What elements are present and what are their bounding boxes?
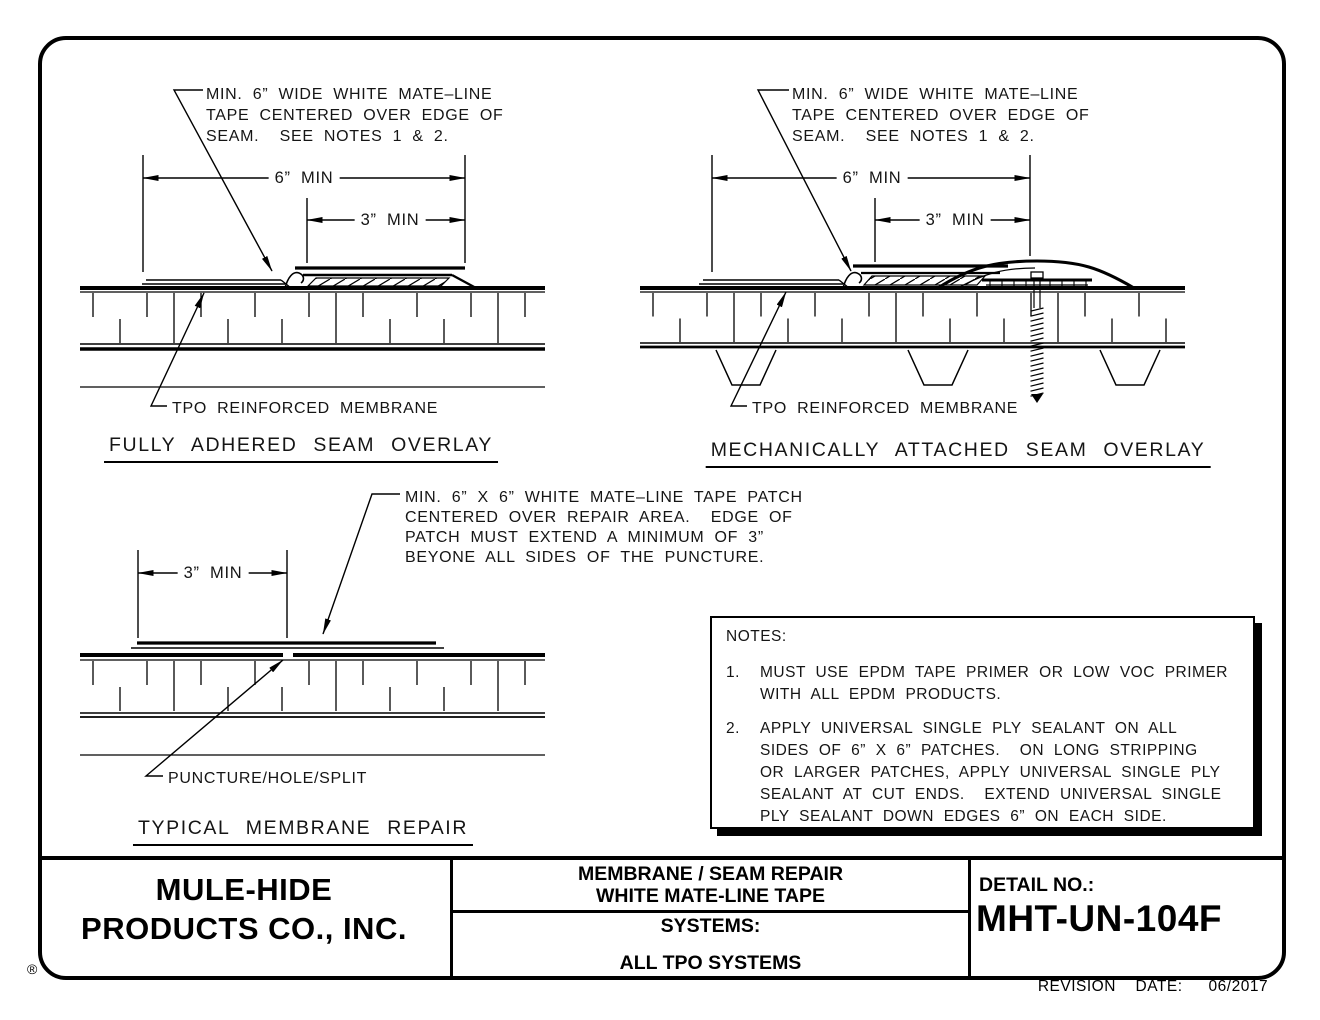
title-block: MULE-HIDE PRODUCTS CO., INC. MEMBRANE / … [38,856,1286,995]
callout-line: TAPE CENTERED OVER EDGE OF [792,107,1090,124]
callout-line: MIN. 6” WIDE WHITE MATE–LINE [792,86,1079,103]
dimension-label: 3” MIN [919,211,991,229]
puncture-label: PUNCTURE/HOLE/SPLIT [168,770,368,787]
company-line: MULE-HIDE [155,872,333,907]
diagram-title: FULLY ADHERED SEAM OVERLAY [104,434,498,463]
notes-box: NOTES: 1. MUST USE EPDM TAPE PRIMER OR L… [710,616,1255,829]
title-block-divider [450,860,453,980]
dimension-label: 6” MIN [268,169,340,187]
note-line: SIDES OF 6” X 6” PATCHES. ON LONG STRIPP… [760,742,1198,759]
callout-line: SEAM. SEE NOTES 1 & 2. [206,128,449,145]
note-line: MUST USE EPDM TAPE PRIMER OR LOW VOC PRI… [760,664,1228,681]
revision-date-label: REVISION DATE: [1037,978,1183,995]
note-number: 1. [726,664,740,681]
membrane-label: TPO REINFORCED MEMBRANE [172,400,439,417]
callout-line: BEYONE ALL SIDES OF THE PUNCTURE. [405,549,765,566]
note-line: OR LARGER PATCHES, APPLY UNIVERSAL SINGL… [760,764,1221,781]
systems-value: ALL TPO SYSTEMS [619,952,802,974]
diagram-title: MECHANICALLY ATTACHED SEAM OVERLAY [705,439,1211,468]
systems-label: SYSTEMS: [660,915,761,937]
membrane-label: TPO REINFORCED MEMBRANE [752,400,1019,417]
company-name: MULE-HIDE PRODUCTS CO., INC. [38,870,450,948]
mechanically-attached-diagram [640,89,1185,407]
note-number: 2. [726,720,740,737]
note-line: PLY SEALANT DOWN EDGES 6” ON EACH SIDE. [760,808,1167,825]
note-line: APPLY UNIVERSAL SINGLE PLY SEALANT ON AL… [760,720,1178,737]
fully-adhered-diagram [80,89,545,407]
dimension-label: 6” MIN [836,169,908,187]
note-line: SEALANT AT CUT ENDS. EXTEND UNIVERSAL SI… [760,786,1222,803]
callout-line: CENTERED OVER REPAIR AREA. EDGE OF [405,509,793,526]
callout-line: MIN. 6” WIDE WHITE MATE–LINE [206,86,493,103]
dimension-label: 3” MIN [177,564,249,582]
revision-date-value: 06/2017 [1208,978,1269,995]
callout-line: SEAM. SEE NOTES 1 & 2. [792,128,1035,145]
notes-heading: NOTES: [726,628,787,645]
callout-line: TAPE CENTERED OVER EDGE OF [206,107,504,124]
sheet-subject: MEMBRANE / SEAM REPAIR WHITE MATE-LINE T… [453,863,968,907]
subject-line: WHITE MATE-LINE TAPE [596,885,825,907]
subject-line: MEMBRANE / SEAM REPAIR [577,863,844,885]
detail-no-label: DETAIL NO.: [979,874,1095,896]
diagram-title: TYPICAL MEMBRANE REPAIR [132,817,474,846]
title-block-divider [968,860,971,980]
membrane-repair-diagram [80,493,545,777]
revision-date: REVISION DATE: 06/2017 [979,954,1299,1020]
dimension-label: 3” MIN [354,211,426,229]
note-line: WITH ALL EPDM PRODUCTS. [760,686,1002,703]
company-line: PRODUCTS CO., INC. [81,911,407,946]
callout-line: PATCH MUST EXTEND A MINIMUM OF 3” [405,529,764,546]
callout-line: MIN. 6” X 6” WHITE MATE–LINE TAPE PATCH [405,489,803,506]
title-block-divider [450,910,971,913]
sheet-border [38,36,1286,980]
detail-number: MHT-UN-104F [976,898,1223,939]
registered-trademark-icon: ® [27,961,38,977]
